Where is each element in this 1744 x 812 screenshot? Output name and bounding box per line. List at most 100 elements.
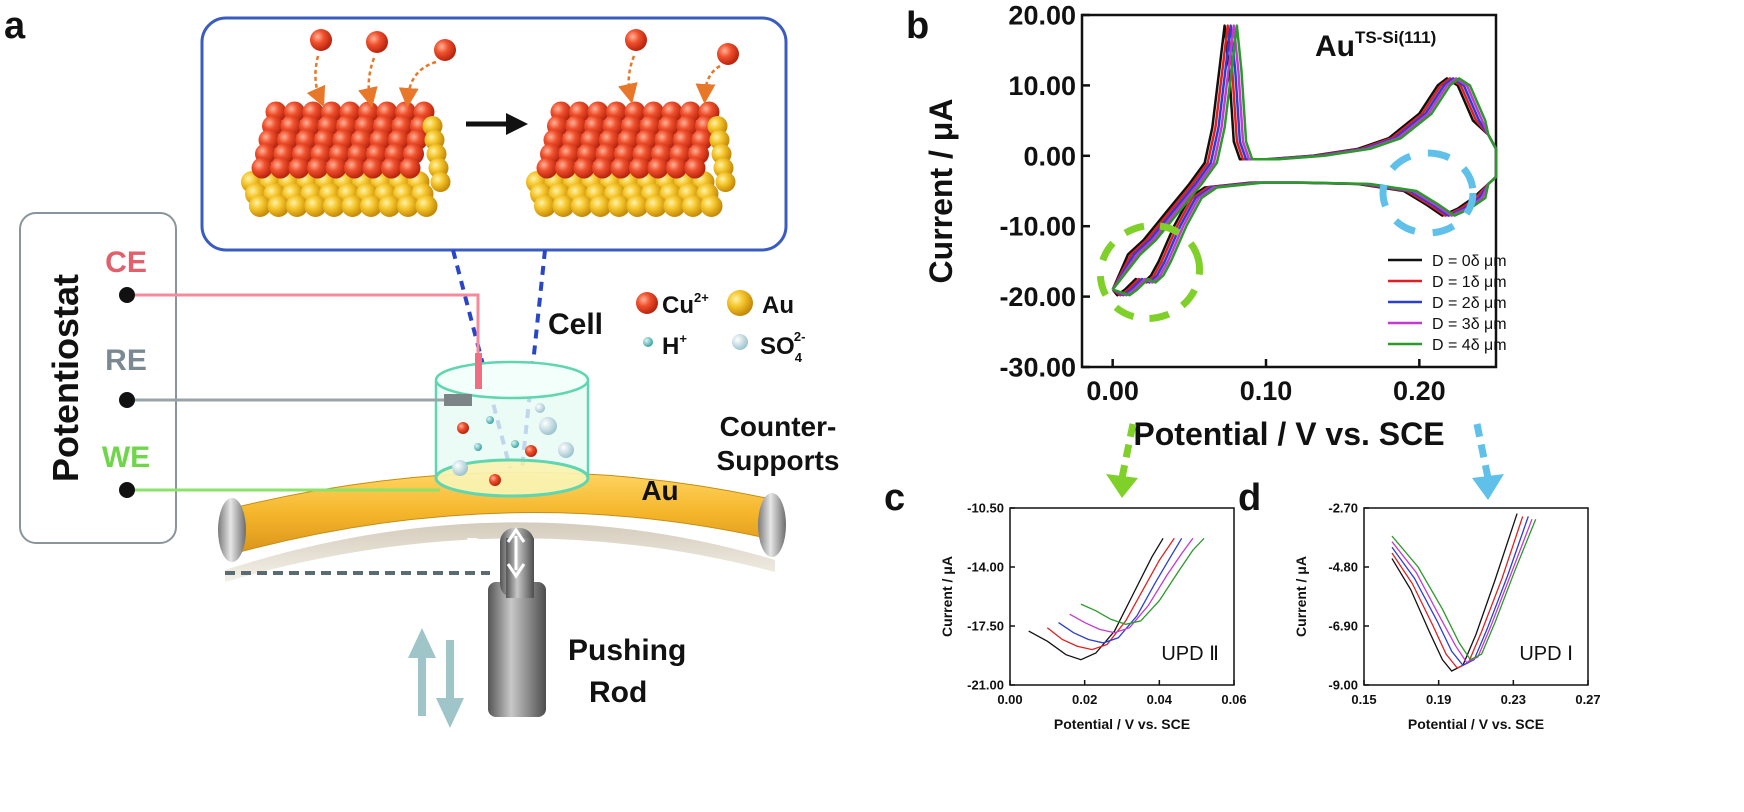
y-tick-label: -21.00	[967, 678, 1004, 693]
ce-label: CE	[105, 246, 147, 279]
series-line	[1028, 537, 1164, 661]
chart-b-annotation: AuTS-Si(111)	[1315, 28, 1436, 63]
y-tick-label: -6.90	[1328, 619, 1358, 634]
legend-entry: D = 3δ μm	[1432, 316, 1507, 333]
legend-entry: D = 0δ μm	[1432, 253, 1507, 270]
legend-so-sub: 4	[795, 350, 803, 365]
series-line	[1391, 516, 1524, 669]
panel-letter-b: b	[906, 5, 929, 47]
highlight-upd2	[1096, 222, 1204, 322]
x-tick-label: 0.10	[1240, 376, 1293, 406]
legend-so: SO	[760, 333, 795, 360]
x-tick-label: 0.02	[1072, 692, 1097, 707]
ce-electrode	[475, 353, 482, 389]
y-tick-label: -20.00	[999, 282, 1076, 312]
upd-annotation: UPD Ⅰ	[1519, 643, 1573, 665]
series-line	[1111, 24, 1498, 297]
chart-d: 0.15 0.19 0.23 0.27 -2.70 -4.80 -6.90 -9.00Pote…	[1293, 501, 1601, 732]
legend-h: H	[662, 333, 679, 360]
up-down-arrows-icon	[408, 628, 464, 728]
displacement-arrow-icon	[506, 527, 526, 579]
y-tick-label: 0.00	[1023, 141, 1076, 171]
series-line	[1391, 518, 1533, 664]
series-line	[1080, 537, 1205, 625]
x-tick-label: 0.00	[1086, 376, 1139, 406]
y-tick-label: -14.00	[967, 560, 1004, 575]
legend-cu-sup: 2+	[694, 290, 709, 305]
ce-wire	[135, 293, 480, 388]
chart-b: 0.00 0.10 0.20 20.00 10.00 0.00 -10.00 -20.00 -3…	[923, 0, 1507, 452]
y-axis-label: Current / μA	[923, 99, 959, 284]
x-tick-label: 0.06	[1221, 692, 1246, 707]
panel-letter-a: a	[4, 5, 26, 47]
pushing-rod-label-2: Rod	[589, 676, 647, 709]
ion-legend: Cu2+ Au H+ SO4 2-	[636, 290, 805, 365]
counter-supports-label-1: Counter-	[720, 411, 837, 442]
upd-annotation: UPD Ⅱ	[1161, 643, 1219, 665]
y-tick-label: -10.50	[967, 501, 1004, 516]
legend-entry: D = 2δ μm	[1432, 295, 1507, 312]
y-tick-label: -4.80	[1328, 560, 1358, 575]
plot-frame	[1009, 507, 1235, 686]
we-label: WE	[102, 441, 150, 474]
au-plate-label: Au	[641, 475, 678, 506]
legend-h-sup: +	[679, 331, 687, 346]
x-axis-label: Potential / V vs. SCE	[1054, 716, 1190, 732]
series-line	[1058, 537, 1183, 644]
x-tick-label: 0.19	[1426, 692, 1451, 707]
series-line	[1046, 537, 1175, 651]
panel-letter-c: c	[884, 477, 905, 519]
au-plate-shadow	[225, 522, 775, 582]
we-terminal	[119, 482, 135, 498]
potentiostat-box	[19, 212, 177, 544]
svg-text:H+: H+	[662, 331, 687, 360]
x-tick-label: 0.04	[1147, 692, 1173, 707]
y-tick-label: -2.70	[1328, 501, 1358, 516]
legend-au: Au	[762, 292, 794, 319]
y-axis-label: Current / μA	[1293, 556, 1309, 637]
y-tick-label: -9.00	[1328, 678, 1358, 693]
legend-entry: D = 4δ μm	[1432, 337, 1507, 354]
svg-text:Cu2+: Cu2+	[662, 290, 709, 319]
transition-arrow-icon	[466, 113, 528, 135]
legend-cu: Cu	[662, 292, 694, 319]
series-line	[1069, 537, 1194, 634]
series-line	[1391, 516, 1529, 667]
pushing-rod-label-1: Pushing	[568, 634, 686, 667]
counter-supports-label-2: Supports	[717, 445, 840, 476]
cell-label: Cell	[548, 308, 603, 341]
legend-entry: D = 1δ μm	[1432, 274, 1507, 291]
x-tick-label: 0.20	[1393, 376, 1446, 406]
panel-a-schematic: Potentiostat CE RE WE	[19, 16, 840, 728]
x-axis-label: Potential / V vs. SCE	[1133, 416, 1444, 452]
highlight-upd1	[1379, 149, 1477, 237]
series-line	[1391, 513, 1518, 672]
y-tick-label: 20.00	[1008, 0, 1076, 30]
falling-cu-ions-right	[618, 29, 739, 104]
plot-frame	[1080, 13, 1498, 369]
re-label: RE	[105, 344, 147, 377]
plot-frame	[1363, 507, 1589, 686]
x-tick-label: 0.27	[1575, 692, 1600, 707]
arrow-to-d-icon	[1472, 423, 1504, 500]
cu-ion-icon	[636, 292, 658, 314]
x-axis-label: Potential / V vs. SCE	[1408, 716, 1544, 732]
x-tick-label: 0.15	[1351, 692, 1376, 707]
au-atom-icon	[727, 290, 753, 316]
so4-ion-icon	[732, 334, 748, 350]
y-tick-label: -17.50	[967, 619, 1004, 634]
electrochemical-cell	[434, 360, 590, 498]
x-tick-label: 0.00	[997, 692, 1022, 707]
y-axis-label: Current / μA	[939, 556, 955, 637]
falling-cu-ions-left	[306, 29, 456, 108]
x-tick-label: 0.23	[1501, 692, 1526, 707]
y-tick-label: -30.00	[999, 352, 1076, 382]
y-tick-label: -10.00	[999, 212, 1076, 242]
re-terminal	[119, 392, 135, 408]
y-tick-label: 10.00	[1008, 71, 1076, 101]
h-ion-icon	[643, 337, 653, 347]
legend-so-sup: 2-	[794, 329, 806, 344]
chart-c: 0.00 0.02 0.04 0.06 -10.50 -14.00 -17.50 -21.00…	[939, 501, 1247, 732]
d-label: D	[466, 532, 485, 562]
